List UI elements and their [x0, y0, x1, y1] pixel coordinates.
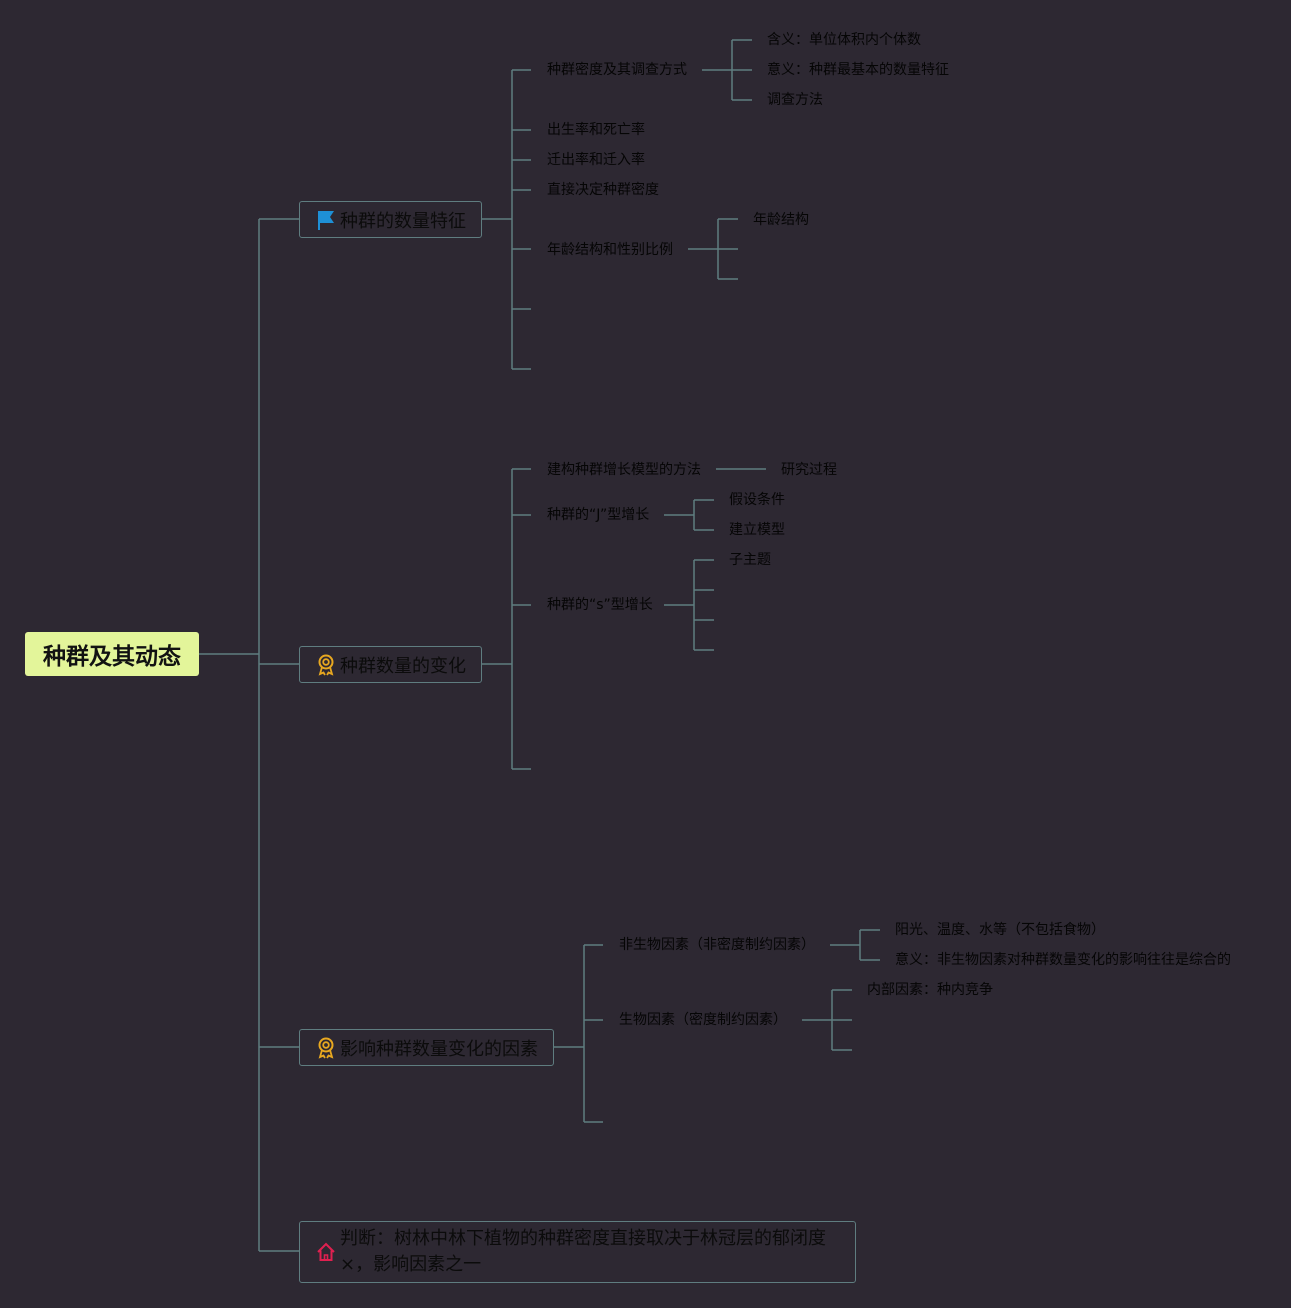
connector-branches [259, 218, 299, 1252]
leaf-age-structure[interactable]: 年龄结构 [753, 212, 809, 228]
connector-b1 [482, 70, 513, 369]
leaf-subtopic[interactable]: 子主题 [729, 552, 771, 568]
connector-b3-biotic [802, 989, 852, 1051]
leaf-survey-method[interactable]: 调查方法 [767, 92, 823, 108]
award-icon [318, 654, 334, 676]
connector-b2-s [664, 559, 714, 651]
topic-judgement[interactable]: 判断：树林中林下植物的种群密度直接取决于林冠层的郁闭度 ×，影响因素之一 [299, 1221, 856, 1283]
topic-label-line-1: 判断：树林中林下植物的种群密度直接取决于林冠层的郁闭度 [340, 1228, 826, 1249]
home-icon [317, 1242, 335, 1261]
connector-b1-density [702, 39, 752, 101]
topic-label: 种群的数量特征 [340, 210, 466, 232]
leaf-sunlight-temp-water[interactable]: 阳光、温度、水等（不包括食物） [895, 922, 1105, 938]
subtopic-j-growth[interactable]: 种群的“J”型增长 [547, 507, 650, 523]
subtopic-directly-determines-density[interactable]: 直接决定种群密度 [547, 182, 659, 198]
leaf-internal-factors[interactable]: 内部因素：种内竞争 [867, 982, 993, 998]
subtopic-abiotic-factors[interactable]: 非生物因素（非密度制约因素） [619, 937, 815, 953]
subtopic-density-survey[interactable]: 种群密度及其调查方式 [547, 62, 687, 78]
subtopic-s-growth[interactable]: 种群的“s”型增长 [547, 597, 653, 613]
leaf-assumptions[interactable]: 假设条件 [729, 492, 785, 508]
topic-label: 种群数量的变化 [340, 655, 466, 677]
connector-b3 [554, 945, 585, 1122]
subtopic-biotic-factors[interactable]: 生物因素（密度制约因素） [619, 1012, 787, 1028]
leaf-significance[interactable]: 意义：种群最基本的数量特征 [767, 62, 949, 78]
subtopic-model-method[interactable]: 建构种群增长模型的方法 [547, 462, 701, 478]
leaf-research-process[interactable]: 研究过程 [781, 462, 837, 478]
subtopic-age-sex-ratio[interactable]: 年龄结构和性别比例 [547, 242, 673, 258]
subtopic-migration-rate[interactable]: 迁出率和迁入率 [547, 152, 645, 168]
connector-b2 [482, 469, 513, 769]
topic-label-line-2: ×，影响因素之一 [340, 1254, 482, 1275]
leaf-abiotic-significance[interactable]: 意义：非生物因素对种群数量变化的影响往往是综合的 [895, 952, 1231, 968]
leaf-meaning[interactable]: 含义：单位体积内个体数 [767, 32, 921, 48]
topic-population-quantity-features[interactable]: 种群的数量特征 [299, 201, 482, 238]
leaf-build-model[interactable]: 建立模型 [729, 522, 785, 538]
topic-label: 影响种群数量变化的因素 [340, 1038, 538, 1060]
topic-factors-affecting-change[interactable]: 影响种群数量变化的因素 [299, 1029, 554, 1066]
connector-b1-age [688, 218, 738, 280]
award-icon [318, 1037, 334, 1059]
connector-b3-abiotic [830, 929, 880, 961]
subtopic-birth-death-rate[interactable]: 出生率和死亡率 [547, 122, 645, 138]
flag-icon [318, 210, 334, 230]
connector-b2-j [664, 499, 714, 531]
topic-population-quantity-change[interactable]: 种群数量的变化 [299, 646, 482, 683]
root-topic[interactable]: 种群及其动态 [25, 632, 199, 676]
